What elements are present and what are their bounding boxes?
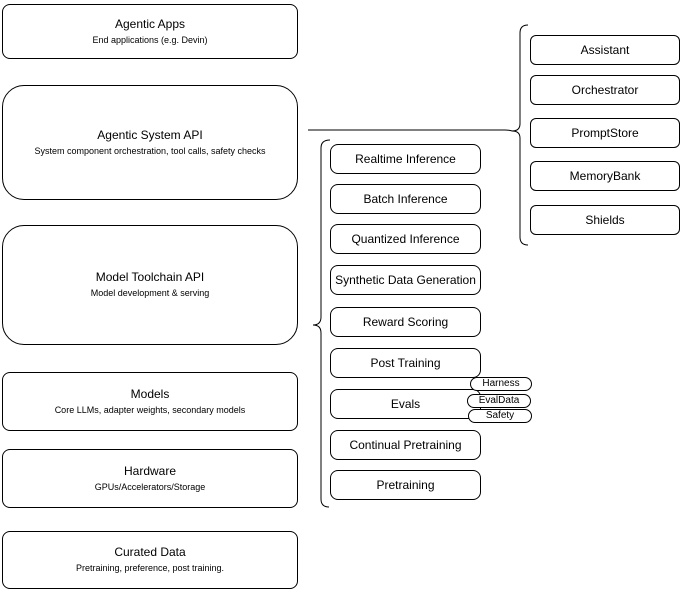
node-agentic-apps: Agentic Apps End applications (e.g. Devi… [2,4,298,59]
node-agentic-system-api: Agentic System API System component orch… [2,85,298,200]
node-subtitle: Core LLMs, adapter weights, secondary mo… [54,404,246,415]
node-models: Models Core LLMs, adapter weights, secon… [2,372,298,431]
node-title: Curated Data [114,545,186,560]
node-quantized-inference: Quantized Inference [330,224,481,254]
node-title: Agentic System API [97,127,203,142]
system-components-brace [511,24,529,246]
pill-safety: Safety [468,409,532,423]
node-subtitle: Pretraining, preference, post training. [75,563,225,574]
node-title: Hardware [123,463,177,478]
node-assistant: Assistant [530,35,680,65]
node-subtitle: GPUs/Accelerators/Storage [94,481,206,492]
node-post-training: Post Training [330,348,481,378]
node-shields: Shields [530,205,680,235]
node-evals: Evals [330,389,481,419]
toolchain-brace [312,139,331,508]
node-realtime-inference: Realtime Inference [330,144,481,174]
node-memorybank: MemoryBank [530,161,680,191]
node-promptstore: PromptStore [530,118,680,148]
node-hardware: Hardware GPUs/Accelerators/Storage [2,449,298,508]
node-subtitle: Model development & serving [90,288,210,299]
node-curated-data: Curated Data Pretraining, preference, po… [2,531,298,589]
agentic-system-connector-line [308,129,513,132]
node-title: Model Toolchain API [95,270,205,285]
node-reward-scoring: Reward Scoring [330,307,481,337]
node-batch-inference: Batch Inference [330,184,481,214]
node-orchestrator: Orchestrator [530,75,680,105]
node-title: Models [130,386,170,401]
node-title: Agentic Apps [114,16,186,31]
node-subtitle: End applications (e.g. Devin) [92,34,208,45]
node-pretraining: Pretraining [330,470,481,500]
node-model-toolchain-api: Model Toolchain API Model development & … [2,225,298,345]
node-subtitle: System component orchestration, tool cal… [34,145,266,156]
pill-evaldata: EvalData [467,394,531,408]
node-synthetic-data-generation: Synthetic Data Generation [330,265,481,295]
pill-harness: Harness [470,377,532,391]
node-continual-pretraining: Continual Pretraining [330,430,481,460]
